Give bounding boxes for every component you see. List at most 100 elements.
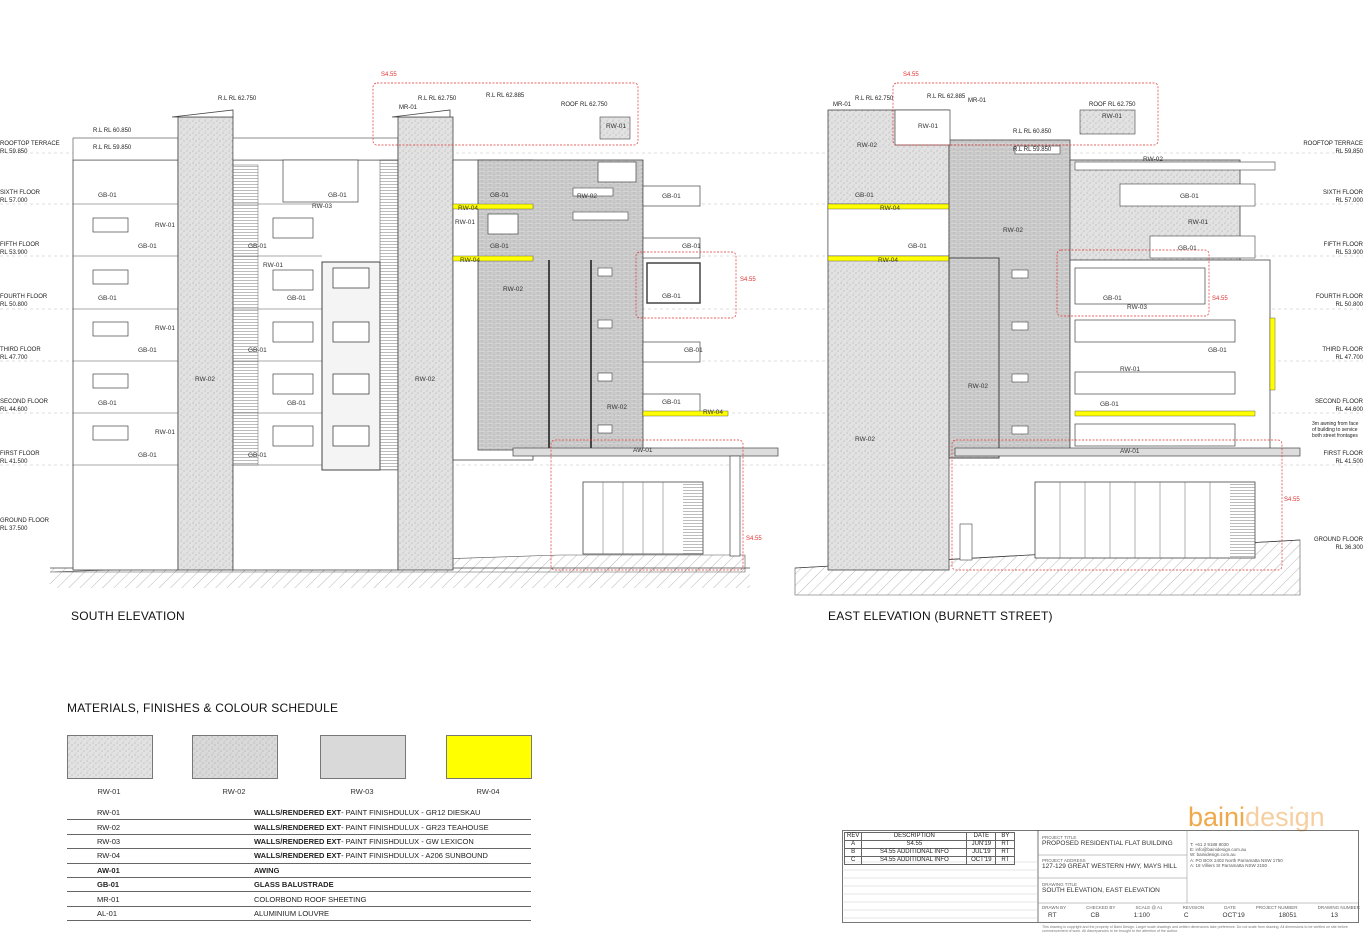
project-title-block: PROJECT TITLE PROPOSED RESIDENTIAL FLAT … xyxy=(1042,835,1173,847)
svg-text:GB-01: GB-01 xyxy=(98,295,117,302)
svg-text:S4.55: S4.55 xyxy=(1284,497,1300,503)
svg-text:GB-01: GB-01 xyxy=(682,243,701,250)
svg-text:GB-01: GB-01 xyxy=(490,243,509,250)
svg-text:RW-02: RW-02 xyxy=(1143,156,1163,163)
svg-text:GB-01: GB-01 xyxy=(1208,347,1227,354)
svg-text:3m awning from face: 3m awning from face xyxy=(1312,421,1359,427)
svg-text:RW-02: RW-02 xyxy=(1003,227,1023,234)
title-block-frame xyxy=(842,830,1359,923)
svg-text:RW-04: RW-04 xyxy=(878,257,898,264)
svg-text:RW-02: RW-02 xyxy=(857,142,877,149)
svg-text:GB-01: GB-01 xyxy=(1100,401,1119,408)
svg-text:ROOF RL 62.750: ROOF RL 62.750 xyxy=(1089,102,1136,108)
svg-text:RW-02: RW-02 xyxy=(415,376,435,383)
svg-text:GB-01: GB-01 xyxy=(287,295,306,302)
svg-text:GB-01: GB-01 xyxy=(138,452,157,459)
svg-text:GB-01: GB-01 xyxy=(98,400,117,407)
drawing-title-block: DRAWING TITLE SOUTH ELEVATION, EAST ELEV… xyxy=(1042,882,1160,894)
svg-text:R.L RL 62.750: R.L RL 62.750 xyxy=(418,96,457,102)
svg-text:R.L RL 62.750: R.L RL 62.750 xyxy=(855,96,894,102)
svg-text:GB-01: GB-01 xyxy=(248,347,267,354)
svg-text:GB-01: GB-01 xyxy=(248,452,267,459)
svg-text:RW-02: RW-02 xyxy=(503,286,523,293)
svg-text:R.L RL 62.885: R.L RL 62.885 xyxy=(927,94,966,100)
svg-text:MR-01: MR-01 xyxy=(833,102,852,108)
swatch-label: RW-03 xyxy=(350,787,374,796)
swatch-rw-02 xyxy=(192,735,278,779)
svg-text:ROOF RL 62.750: ROOF RL 62.750 xyxy=(561,102,608,108)
svg-text:GB-01: GB-01 xyxy=(662,193,681,200)
svg-text:GB-01: GB-01 xyxy=(1178,245,1197,252)
svg-text:RW-04: RW-04 xyxy=(460,257,480,264)
svg-text:RW-04: RW-04 xyxy=(880,205,900,212)
svg-text:GB-01: GB-01 xyxy=(908,243,927,250)
svg-text:RW-02: RW-02 xyxy=(968,383,988,390)
svg-text:S4.55: S4.55 xyxy=(381,72,397,78)
svg-text:RW-01: RW-01 xyxy=(918,123,938,130)
contact-info: T: +61 2 9188 8030 E: info@bainidesign.c… xyxy=(1190,842,1283,868)
svg-text:RW-01: RW-01 xyxy=(455,219,475,226)
svg-text:S4.55: S4.55 xyxy=(1212,296,1228,302)
svg-text:S4.55: S4.55 xyxy=(740,277,756,283)
svg-text:RW-01: RW-01 xyxy=(1188,219,1208,226)
svg-text:AW-01: AW-01 xyxy=(1120,448,1140,455)
svg-text:R.L RL 62.885: R.L RL 62.885 xyxy=(486,93,525,99)
svg-text:RW-02: RW-02 xyxy=(577,193,597,200)
swatch-label: RW-04 xyxy=(476,787,500,796)
svg-text:RW-01: RW-01 xyxy=(155,222,175,229)
svg-text:RW-02: RW-02 xyxy=(855,436,875,443)
svg-text:GB-01: GB-01 xyxy=(662,399,681,406)
svg-text:RW-01: RW-01 xyxy=(155,325,175,332)
svg-text:S4.55: S4.55 xyxy=(903,72,919,78)
svg-text:GB-01: GB-01 xyxy=(328,192,347,199)
svg-text:R.L RL 60.850: R.L RL 60.850 xyxy=(93,128,132,134)
svg-text:RW-01: RW-01 xyxy=(1120,366,1140,373)
svg-text:GB-01: GB-01 xyxy=(662,293,681,300)
svg-text:MR-01: MR-01 xyxy=(399,105,418,111)
swatch-label: RW-01 xyxy=(97,787,121,796)
svg-text:RW-01: RW-01 xyxy=(155,429,175,436)
svg-text:GB-01: GB-01 xyxy=(287,400,306,407)
svg-text:MR-01: MR-01 xyxy=(968,98,987,104)
svg-text:RW-01: RW-01 xyxy=(263,262,283,269)
svg-text:R.L RL 59.850: R.L RL 59.850 xyxy=(93,145,132,151)
swatch-rw-04 xyxy=(446,735,532,779)
svg-text:GB-01: GB-01 xyxy=(98,192,117,199)
svg-text:GB-01: GB-01 xyxy=(1103,295,1122,302)
south-elevation-title: SOUTH ELEVATION xyxy=(71,609,185,623)
svg-text:S4.55: S4.55 xyxy=(746,536,762,542)
svg-text:GB-01: GB-01 xyxy=(855,192,874,199)
svg-text:GB-01: GB-01 xyxy=(490,192,509,199)
svg-text:GB-01: GB-01 xyxy=(248,243,267,250)
svg-text:RW-04: RW-04 xyxy=(703,409,723,416)
schedule-title: MATERIALS, FINISHES & COLOUR SCHEDULE xyxy=(67,701,339,715)
